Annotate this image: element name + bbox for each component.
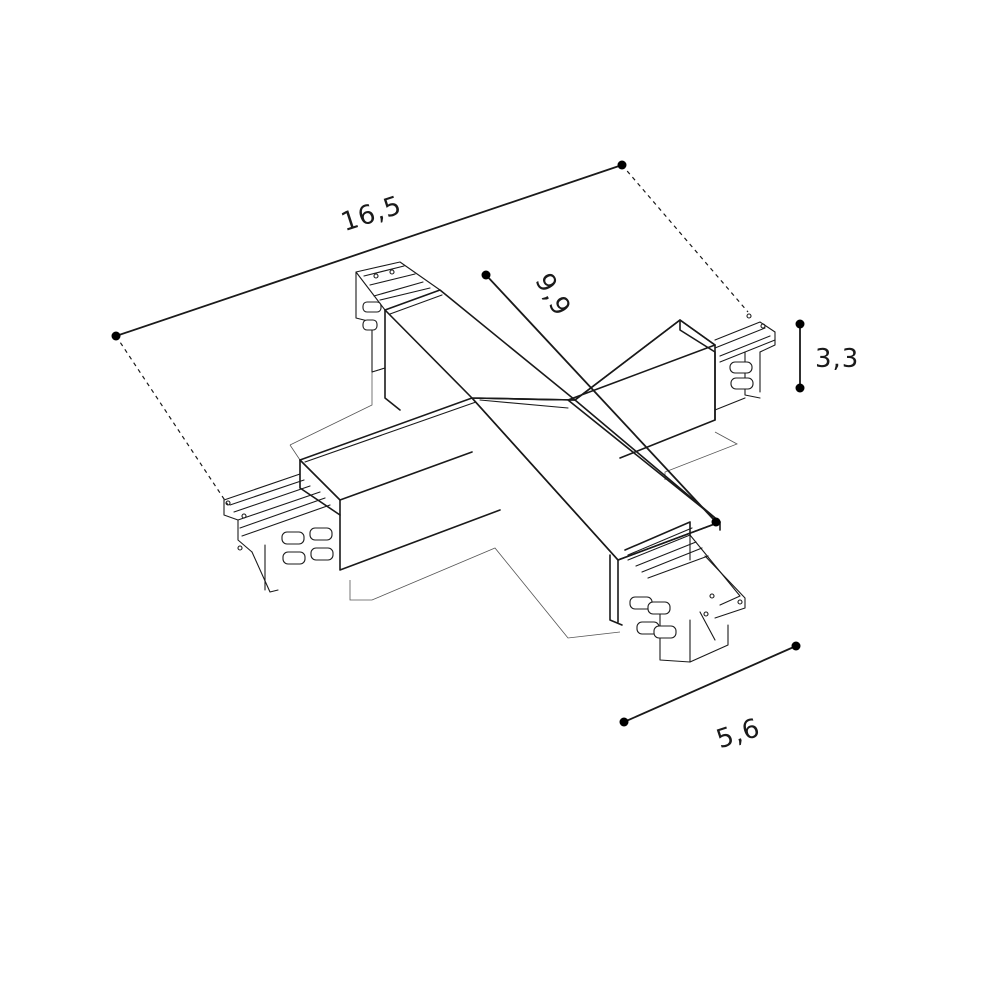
footprint-outline bbox=[289, 367, 738, 639]
connector-right-end bbox=[714, 313, 776, 411]
dimension-height-label: 3,3 bbox=[815, 344, 859, 374]
connector-back-arm bbox=[355, 261, 441, 373]
connector-left-end bbox=[223, 459, 334, 593]
dimension-depth-label: 5,6 bbox=[713, 713, 764, 755]
dimension-width: 9,9 bbox=[481, 268, 721, 527]
connector-body-long bbox=[299, 319, 721, 571]
dimension-width-label: 9,9 bbox=[528, 268, 576, 321]
dimension-depth: 5,6 bbox=[619, 641, 801, 755]
dimension-length-label: 16,5 bbox=[338, 190, 406, 238]
dimension-height: 3,3 bbox=[795, 319, 859, 393]
connector-front-end bbox=[627, 534, 746, 663]
connector-body-front bbox=[471, 397, 721, 626]
